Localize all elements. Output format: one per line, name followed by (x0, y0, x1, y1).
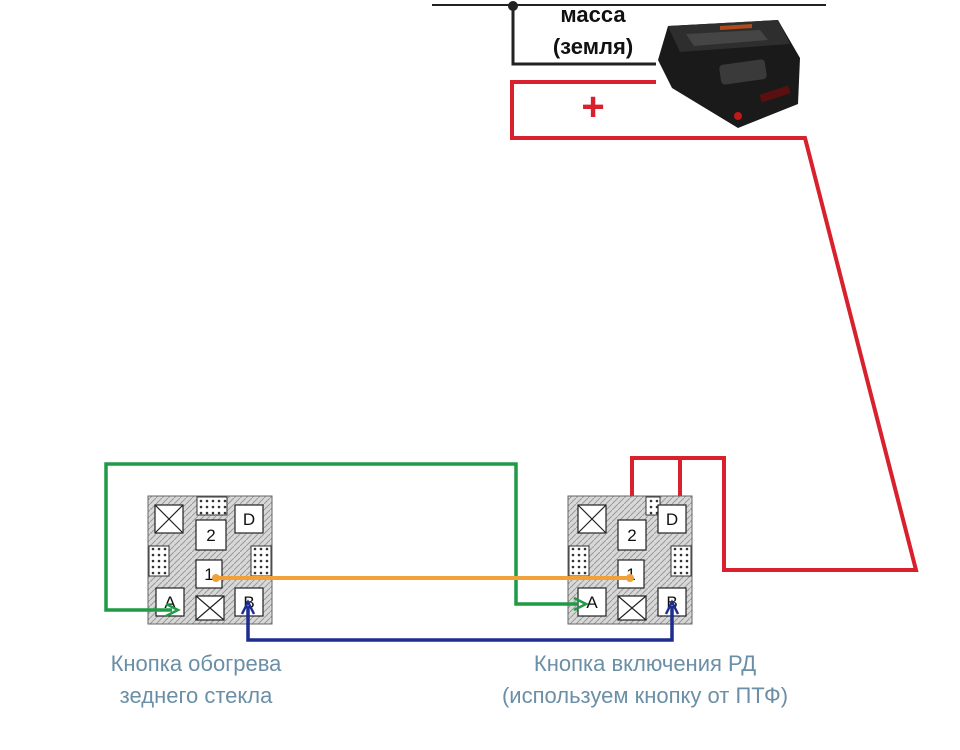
pin-A-label: A (586, 593, 598, 612)
crossed-square-icon (577, 504, 607, 534)
dotted-cell (568, 545, 590, 577)
right-caption-line1: Кнопка включения РД (533, 651, 757, 676)
crossed-square-icon (617, 595, 647, 621)
pin-D-box (234, 504, 264, 534)
crossed-square-icon (154, 504, 184, 534)
dotted-cell (670, 545, 692, 577)
plus-symbol: + (581, 85, 604, 129)
green-wire (104, 462, 589, 618)
pin-2-label: 2 (206, 526, 215, 545)
blue-wire (240, 599, 680, 642)
pin-2-label: 2 (627, 526, 636, 545)
pin-1-box (617, 559, 645, 589)
left-caption-line1: Кнопка обогрева (110, 651, 282, 676)
crossed-square-icon (195, 595, 225, 621)
orange-wire (212, 574, 634, 582)
pin-D-label: D (666, 510, 678, 529)
left-button-caption: Кнопка обогрева зеднего стекла (70, 648, 322, 712)
ground-label-line2: (земля) (553, 34, 633, 59)
dotted-cell (196, 496, 228, 516)
right-button-caption: Кнопка включения РД (используем кнопку о… (460, 648, 830, 712)
pin-1-box (195, 559, 223, 589)
ground-wire (432, 1, 826, 66)
dotted-cell (148, 545, 170, 577)
ground-label-line1: масса (560, 2, 626, 27)
right-caption-line2: (используем кнопку от ПТФ) (501, 683, 789, 708)
dotted-cell (250, 545, 272, 577)
pin-D-label: D (243, 510, 255, 529)
radar-detector-icon (658, 20, 800, 128)
pin-2-box (617, 519, 647, 551)
pin-D-box (657, 504, 687, 534)
left-caption-line2: зеднего стекла (119, 683, 273, 708)
pin-2-box (195, 519, 227, 551)
pin-1-label: 1 (204, 565, 213, 584)
